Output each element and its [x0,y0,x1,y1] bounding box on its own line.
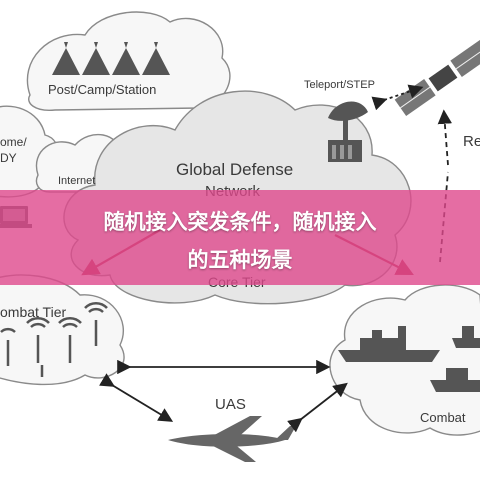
cloud-combat-tier [0,274,125,386]
label-combat-right: Combat [420,410,466,425]
label-teleport: Teleport/STEP [304,79,375,91]
label-re: Re [463,133,480,150]
drone-icon [168,416,296,462]
satellite-dish-icon [328,101,368,162]
title-banner: 随机接入突发条件，随机接入 的五种场景 [0,190,480,285]
banner-line-2: 的五种场景 [187,248,293,272]
satellite-icon [394,39,480,117]
radio-tower-icon [0,301,108,377]
label-dy: DY [0,151,17,165]
banner-line-1: 随机接入突发条件，随机接入 [103,210,377,234]
label-home: ome/ [0,135,27,149]
ship-icon [338,326,480,392]
label-global-defense: Global Defense [176,160,294,179]
label-combat-tier: ombat Tier [0,304,67,320]
label-post-camp-station: Post/Camp/Station [48,82,157,97]
tent-icon [52,42,170,75]
label-internet: Internet [58,175,96,187]
label-uas: UAS [215,396,246,413]
